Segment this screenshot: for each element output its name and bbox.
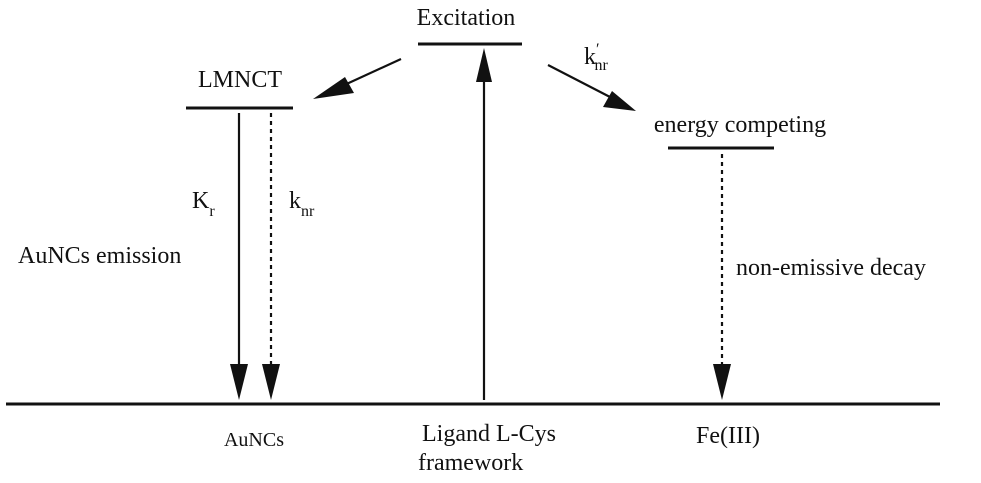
to-lmnct-arrow-head bbox=[313, 77, 354, 99]
excitation-arrow-head bbox=[476, 48, 492, 82]
aunc-base-label: AuNCs bbox=[224, 429, 284, 451]
to-competing-arrow-head bbox=[603, 91, 636, 111]
ligand-label-line1: Ligand L-Cys bbox=[422, 421, 556, 447]
k-nr-label: knr bbox=[289, 188, 315, 220]
nonradiative-decay-arrow-head bbox=[262, 364, 280, 400]
ligand-label-line2: framework bbox=[418, 450, 523, 476]
energy-competing-label: energy competing bbox=[654, 112, 826, 138]
aunc-emission-label: AuNCs emission bbox=[18, 243, 181, 269]
non-emissive-label: non-emissive decay bbox=[736, 255, 926, 281]
excitation-label: Excitation bbox=[417, 5, 516, 31]
to-competing-arrow-shaft bbox=[547, 64, 611, 98]
to-lmnct-arrow-shaft bbox=[339, 58, 402, 88]
lmnct-label: LMNCT bbox=[198, 67, 282, 93]
fe-label: Fe(III) bbox=[696, 423, 760, 449]
radiative-decay-arrow-head bbox=[230, 364, 248, 400]
k-r-label: Kr bbox=[192, 188, 215, 220]
k-prime-nr-label: k′nr bbox=[584, 41, 609, 74]
non-emissive-arrow-head bbox=[713, 364, 731, 400]
